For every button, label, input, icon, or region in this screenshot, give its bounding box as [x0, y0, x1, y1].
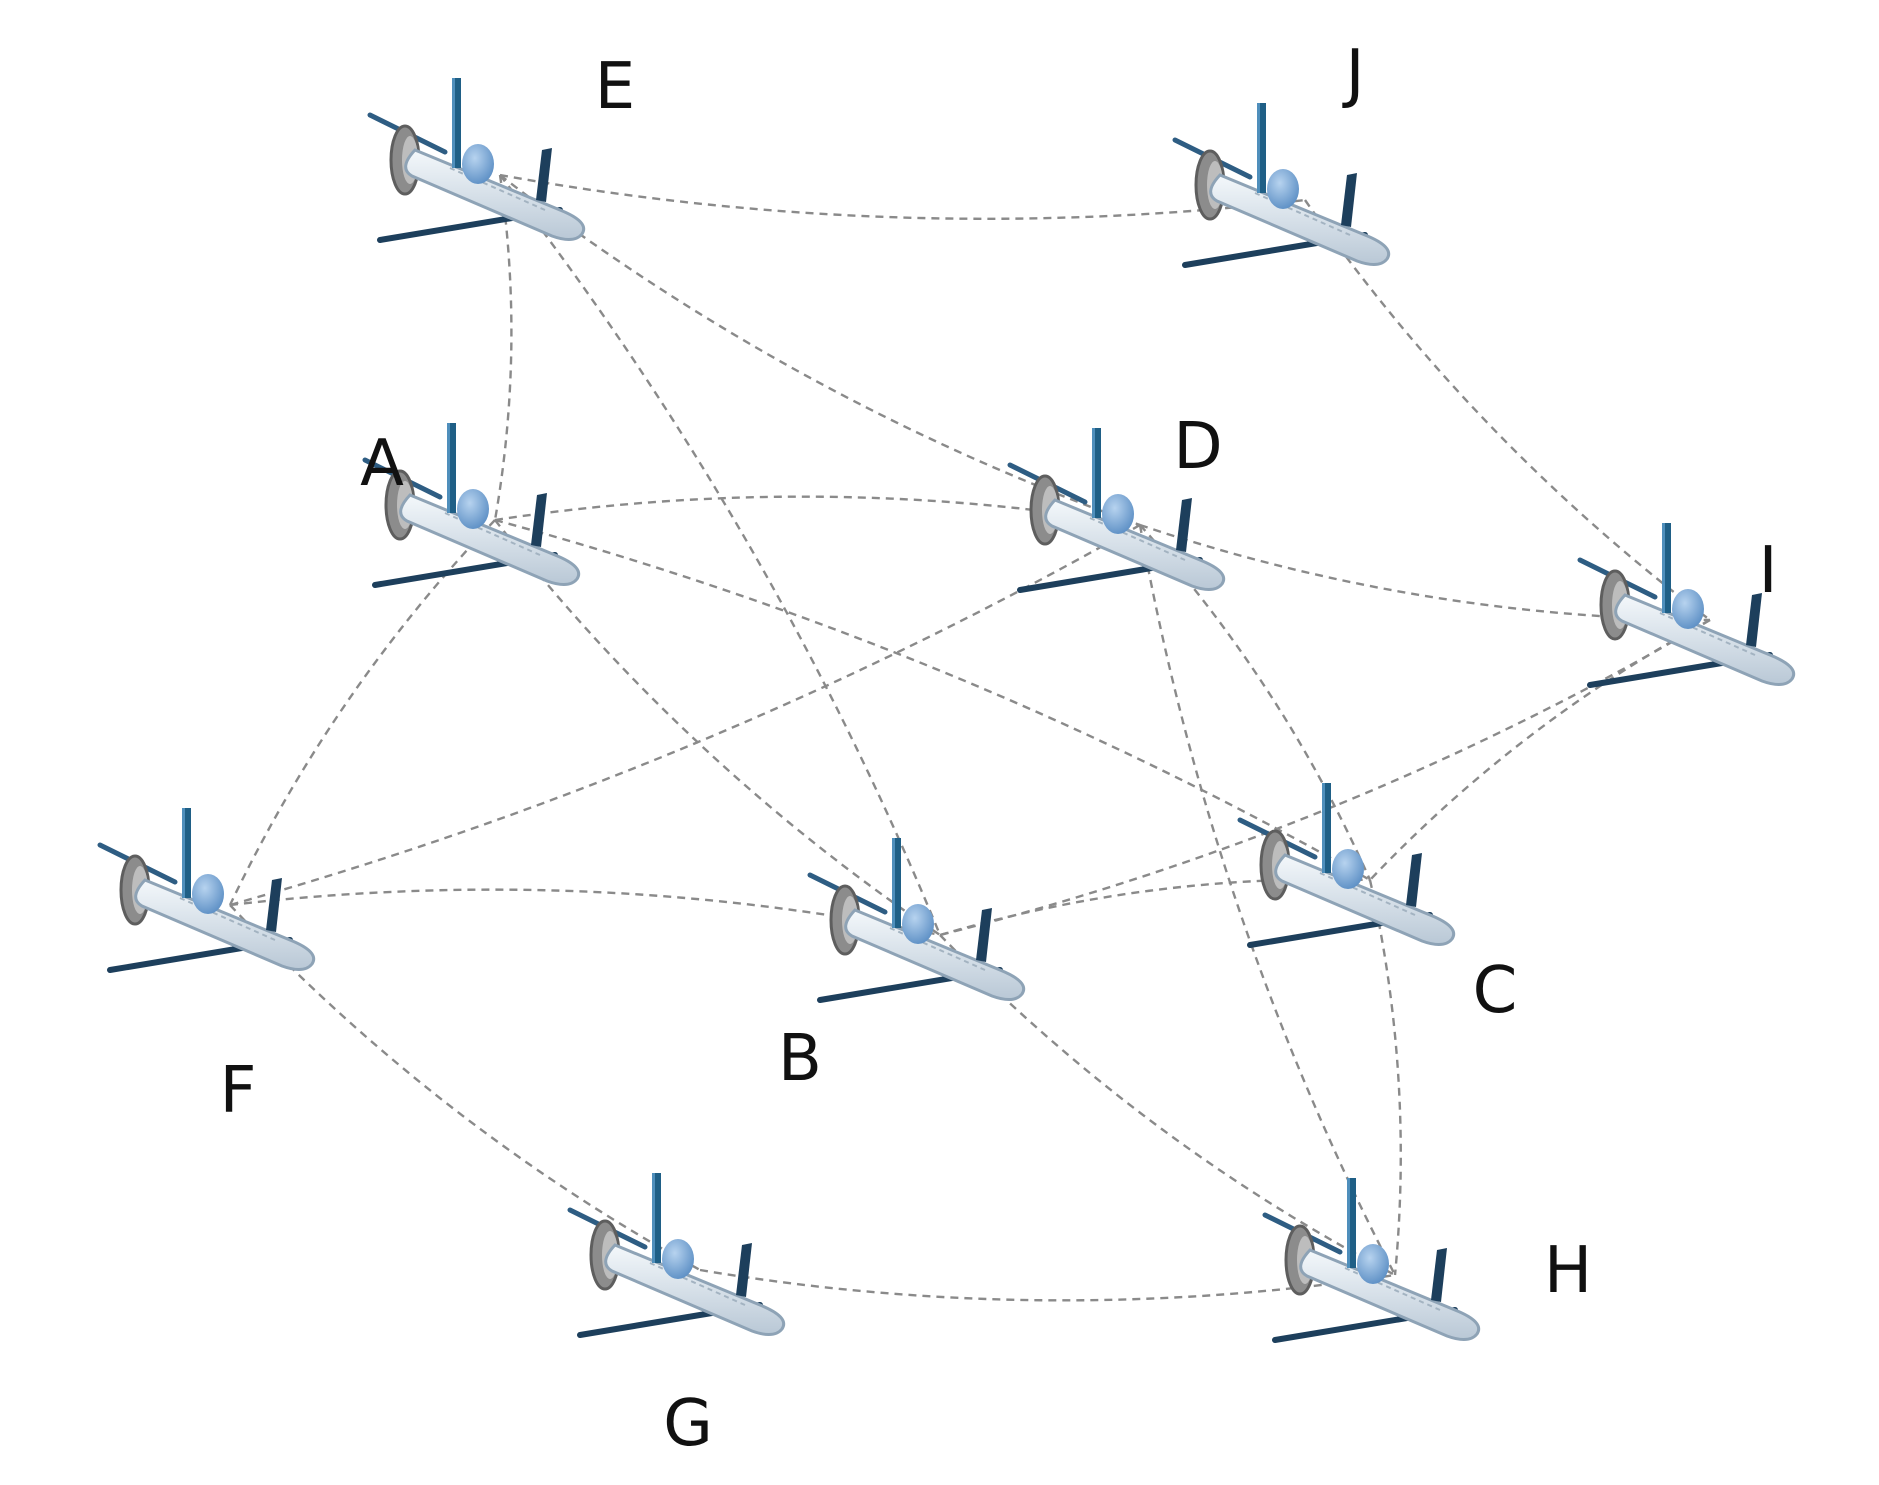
link-c-h: [1368, 879, 1402, 1276]
node-b: B: [778, 838, 1024, 1096]
uav-drone-icon: [100, 808, 314, 970]
node-label-j: J: [1342, 37, 1365, 111]
node-label-h: H: [1544, 1234, 1592, 1308]
node-d: D: [1010, 410, 1224, 590]
link-g-h: [699, 1268, 1396, 1302]
link-d-f: [229, 523, 1141, 907]
node-label-a: A: [360, 427, 404, 501]
node-label-e: E: [595, 50, 635, 124]
node-e: E: [370, 50, 635, 240]
node-f: F: [100, 808, 314, 1128]
link-f-b: [229, 888, 941, 937]
link-i-c: [1369, 618, 1711, 881]
node-label-b: B: [778, 1022, 822, 1096]
node-j: J: [1175, 37, 1389, 265]
link-e-d: [499, 174, 1141, 527]
node-i: I: [1580, 523, 1794, 685]
node-label-f: F: [220, 1054, 257, 1128]
node-c: C: [1240, 783, 1517, 1028]
uav-drone-icon: [1265, 1178, 1479, 1340]
uav-drone-icon: [570, 1173, 784, 1335]
node-label-i: I: [1759, 534, 1778, 608]
link-e-a: [493, 174, 513, 521]
node-label-d: D: [1173, 410, 1222, 484]
link-e-j: [499, 173, 1306, 220]
uav-drone-icon: [370, 78, 584, 240]
node-layer: E J A D I F B C G H: [100, 37, 1794, 1461]
link-b-h: [939, 934, 1396, 1277]
uav-drone-icon: [810, 838, 1024, 1000]
link-a-b: [494, 519, 941, 936]
uav-drone-icon: [1175, 103, 1389, 265]
link-a-f: [228, 519, 496, 906]
node-label-c: C: [1473, 954, 1518, 1028]
link-a-c: [494, 518, 1371, 882]
link-b-c: [939, 878, 1371, 937]
link-a-d: [494, 495, 1141, 527]
node-g: G: [570, 1173, 784, 1461]
node-label-g: G: [663, 1387, 713, 1461]
link-layer: [228, 173, 1711, 1302]
link-i-b: [939, 618, 1711, 937]
uav-drone-icon: [1240, 783, 1454, 945]
node-h: H: [1265, 1178, 1592, 1340]
node-a: A: [360, 423, 579, 585]
link-d-h: [1138, 524, 1397, 1276]
link-e-b: [499, 174, 942, 936]
